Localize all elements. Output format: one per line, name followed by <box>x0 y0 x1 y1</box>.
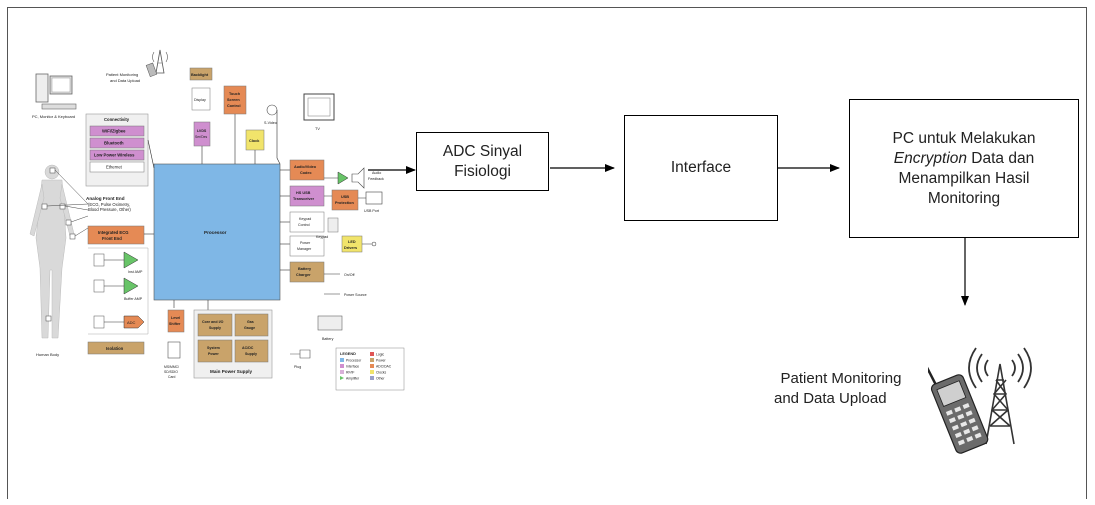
human-body-label: Human Body <box>36 352 59 357</box>
afe-title-1: Analog Front End <box>86 196 125 201</box>
schematic-legend: LEGEND Processor Interface RF/IF Amplifi… <box>335 347 405 391</box>
inst-amp: Inst AMP <box>93 251 143 274</box>
svg-text:ADC/DAC: ADC/DAC <box>376 365 392 369</box>
svg-text:Power: Power <box>208 352 219 356</box>
usb-port-label: USB Port <box>364 209 379 213</box>
audio-feedback-1: Audio <box>372 171 381 175</box>
svg-text:WiFi/Zigbee: WiFi/Zigbee <box>102 129 126 134</box>
block-diagram-schematic: PC, Monitor & Keyboard Patient Monitorin… <box>29 49 405 391</box>
pc-block: PC untuk Melakukan Encryption Data dan M… <box>849 99 1079 238</box>
svg-text:Transceiver: Transceiver <box>293 197 315 201</box>
svg-text:Supply: Supply <box>245 352 257 356</box>
svg-text:Buffer AMP: Buffer AMP <box>124 297 143 301</box>
svg-text:Inst AMP: Inst AMP <box>128 270 143 274</box>
pc-icon <box>35 73 77 110</box>
svg-text:LEGEND: LEGEND <box>340 352 356 356</box>
svg-text:Power: Power <box>300 241 311 245</box>
power-source-label: Power Source <box>344 293 367 297</box>
tv-label: TV <box>315 127 320 131</box>
upload-caption-line1: Patient Monitoring <box>780 370 902 387</box>
svg-text:Audio/Video: Audio/Video <box>294 165 317 169</box>
svg-text:Other: Other <box>376 377 385 381</box>
processor-label: Processor <box>204 230 227 235</box>
interface-block: Interface <box>624 115 778 221</box>
connectivity-items: WiFi/Zigbee Bluetooth Low Power Wireless… <box>89 125 145 173</box>
svg-text:HS USB: HS USB <box>296 191 311 195</box>
lvds-1: LVDS <box>197 129 207 133</box>
svideo-label: S-Video <box>264 121 277 125</box>
level-shifter-1: Level <box>171 316 180 320</box>
schematic-upload-label-1: Patient Monitoring <box>106 72 138 77</box>
svg-text:Control: Control <box>298 223 310 227</box>
svg-text:AC/DC: AC/DC <box>242 346 254 350</box>
led-drivers-2: Drivers <box>344 246 357 250</box>
audio-feedback-2: Feedback <box>368 177 384 181</box>
led-drivers-1: LED <box>348 240 356 244</box>
afe-block-2: Front End <box>102 236 122 241</box>
svg-text:Interface: Interface <box>346 365 359 369</box>
pc-block-line4: Monitoring <box>927 189 1001 207</box>
adc-block: ADC Sinyal Fisiologi <box>416 132 549 191</box>
svg-text:ADC: ADC <box>127 320 136 325</box>
phone-tower-icon <box>928 347 1032 454</box>
card-3: Card <box>168 375 175 379</box>
clock-label: Clock <box>249 139 260 143</box>
usb-protection-2: Protection <box>335 201 354 205</box>
svg-text:Battery: Battery <box>298 267 312 271</box>
svg-text:Supply: Supply <box>209 326 221 330</box>
svg-text:Amplifier: Amplifier <box>346 377 360 381</box>
schematic-upload-label-2: and Data Upload <box>110 78 140 83</box>
svg-text:Bluetooth: Bluetooth <box>104 141 124 146</box>
isolation-label: Isolation <box>106 346 124 351</box>
touch-1: Touch <box>229 92 241 96</box>
touch-2: Screen <box>227 98 240 102</box>
right-blocks: Audio/Video Codec HS USB Transceiver Key… <box>289 159 325 283</box>
svg-text:Clocks: Clocks <box>376 371 386 375</box>
svg-text:Ethernet: Ethernet <box>106 165 123 170</box>
svg-text:Core and I/O: Core and I/O <box>202 320 224 324</box>
display-label: Display <box>194 98 206 102</box>
afe-title-2: (ECG, Pulse Oximetry, <box>88 202 130 207</box>
svg-text:Low Power Wireless: Low Power Wireless <box>94 153 135 158</box>
touch-3: Control <box>227 104 241 108</box>
upload-caption-line2: and Data Upload <box>774 390 887 407</box>
buffer-amp: Buffer AMP <box>93 277 143 301</box>
afe-block-1: Integrated ECG <box>98 230 128 235</box>
power-blocks: Core and I/O Supply Gas Gauge System Pow… <box>197 313 269 363</box>
upload-caption: Patient Monitoring and Data Upload <box>762 369 920 409</box>
processor-block <box>153 163 281 301</box>
svg-text:Codec: Codec <box>300 171 312 175</box>
svg-text:Keypad: Keypad <box>299 217 311 221</box>
svg-text:Gauge: Gauge <box>244 326 255 330</box>
plug-label: Plug <box>294 365 301 369</box>
svg-text:Charger: Charger <box>296 273 311 277</box>
svg-text:RF/IF: RF/IF <box>346 371 354 375</box>
svg-text:System: System <box>207 346 220 350</box>
pc-block-line3: Menampilkan Hasil <box>898 169 1030 187</box>
card-1: MS/MMC/ <box>164 365 179 369</box>
svg-text:Power: Power <box>376 359 386 363</box>
battery-label: Battery <box>322 337 334 341</box>
adc-block: ADC <box>93 315 145 329</box>
on-off-label: On/Off <box>344 273 355 277</box>
afe-title-3: Blood Pressure, Other) <box>88 207 131 212</box>
pc-block-line1: PC untuk Melakukan <box>892 129 1036 147</box>
level-shifter-2: Shifter <box>169 322 181 326</box>
svg-text:Processor: Processor <box>346 359 362 363</box>
card-2: SD/SDIO <box>164 370 178 374</box>
main-power-supply-label: Main Power Supply <box>210 369 253 374</box>
lvds-2: Ser/Des <box>195 135 208 139</box>
keypad-label: Keypad <box>316 235 328 239</box>
schematic-tower-icon <box>145 49 168 77</box>
svg-text:Gas: Gas <box>247 320 254 324</box>
svg-text:Logic: Logic <box>376 353 384 357</box>
pc-block-line2: Encryption Data dan <box>893 149 1035 167</box>
pc-label: PC, Monitor & Keyboard <box>32 114 75 119</box>
svg-text:Manager: Manager <box>297 247 312 251</box>
backlight-label: Backlight <box>191 73 209 77</box>
diagram-frame <box>7 7 1087 499</box>
connectivity-title: Connectivity <box>104 117 130 122</box>
usb-protection-1: USB <box>341 195 349 199</box>
